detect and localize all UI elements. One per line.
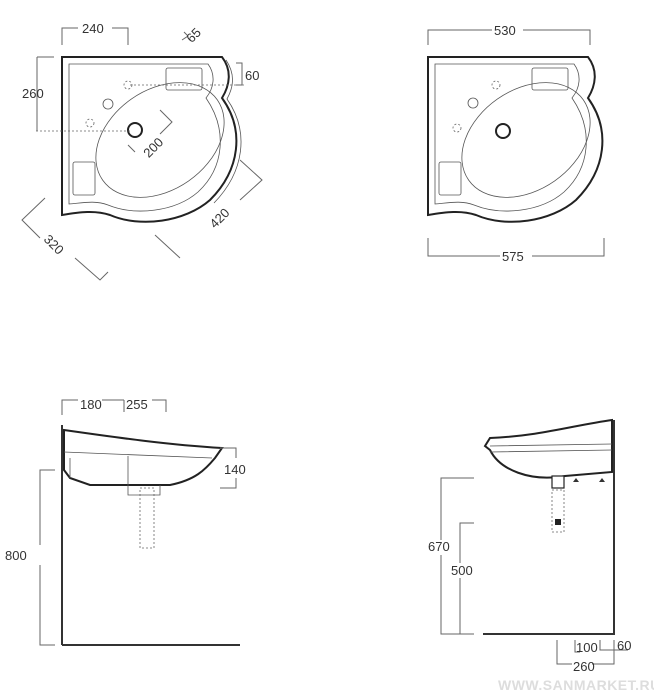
dim-60-right: 60 — [617, 638, 631, 653]
dim-100: 100 — [576, 640, 598, 655]
dim-260: 260 — [22, 86, 44, 101]
plan-view-overall: 530 575 — [427, 23, 605, 264]
dim-500: 500 — [451, 563, 473, 578]
side-view-right: 670 500 100 60 260 — [428, 418, 631, 674]
side-view-left: 180 255 140 800 — [5, 397, 246, 646]
dim-140: 140 — [224, 462, 246, 477]
dim-60: 60 — [245, 68, 259, 83]
dim-420: 420 — [207, 205, 233, 231]
dim-65: 65 — [183, 25, 204, 46]
dim-800: 800 — [5, 548, 27, 563]
dim-530: 530 — [494, 23, 516, 38]
dim-180: 180 — [80, 397, 102, 412]
dim-255: 255 — [126, 397, 148, 412]
dim-320: 320 — [41, 232, 67, 258]
plan-view-dimensioned: 240 65 60 260 200 420 320 — [21, 21, 263, 281]
dim-575: 575 — [502, 249, 524, 264]
dim-240: 240 — [82, 21, 104, 36]
dim-670: 670 — [428, 539, 450, 554]
watermark: WWW.SANMARKET.RU — [498, 677, 654, 693]
dim-260-right: 260 — [573, 659, 595, 674]
